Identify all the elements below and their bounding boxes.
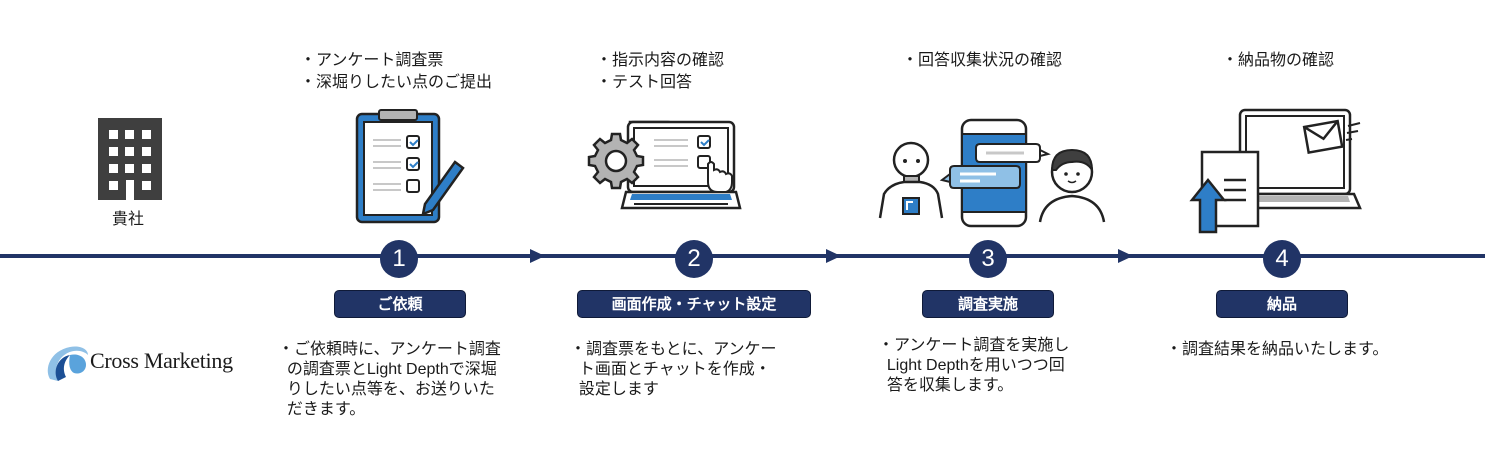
step-2-description: ・調査票をもとに、アンケー ト画面とチャットを作成・ 設定します xyxy=(570,341,777,398)
building-icon xyxy=(98,118,162,200)
step-1-description: ・ご依頼時に、アンケート調査 の調査票とLight Depthで深堀 りしたい点… xyxy=(278,341,501,418)
step-4-title-badge: 納品 xyxy=(1216,290,1348,318)
clipboard-checklist-icon xyxy=(355,109,465,224)
step-4-description: ・調査結果を納品いたします。 xyxy=(1166,341,1389,358)
step-2-number: 2 xyxy=(675,240,713,278)
client-label: 貴社 xyxy=(112,211,145,228)
arrow-right-icon xyxy=(1118,249,1133,263)
vendor-logo-text: Cross Marketing xyxy=(90,348,233,373)
robot-chat-person-icon xyxy=(878,118,1106,228)
timeline-line xyxy=(0,254,1485,258)
gear-laptop-icon xyxy=(587,120,742,210)
step-1-number: 1 xyxy=(380,240,418,278)
laptop-document-mail-icon xyxy=(1189,108,1362,234)
cross-marketing-logo-icon xyxy=(47,346,88,381)
step-2-title-badge: 画面作成・チャット設定 xyxy=(577,290,811,318)
step-3-client-tasks: ・回答収集状況の確認 xyxy=(902,52,1063,69)
step-1-client-tasks: ・アンケート調査票 ・深堀りしたい点のご提出 xyxy=(300,52,493,91)
step-1-title-badge: ご依頼 xyxy=(334,290,466,318)
arrow-right-icon xyxy=(826,249,841,263)
step-4-number: 4 xyxy=(1263,240,1301,278)
step-3-title-badge: 調査実施 xyxy=(922,290,1054,318)
step-3-description: ・アンケート調査を実施し Light Depthを用いつつ回 答を収集します。 xyxy=(878,337,1070,394)
step-3-number: 3 xyxy=(969,240,1007,278)
step-2-client-tasks: ・指示内容の確認 ・テスト回答 xyxy=(596,52,725,91)
arrow-right-icon xyxy=(530,249,545,263)
step-4-client-tasks: ・納品物の確認 xyxy=(1222,52,1335,69)
